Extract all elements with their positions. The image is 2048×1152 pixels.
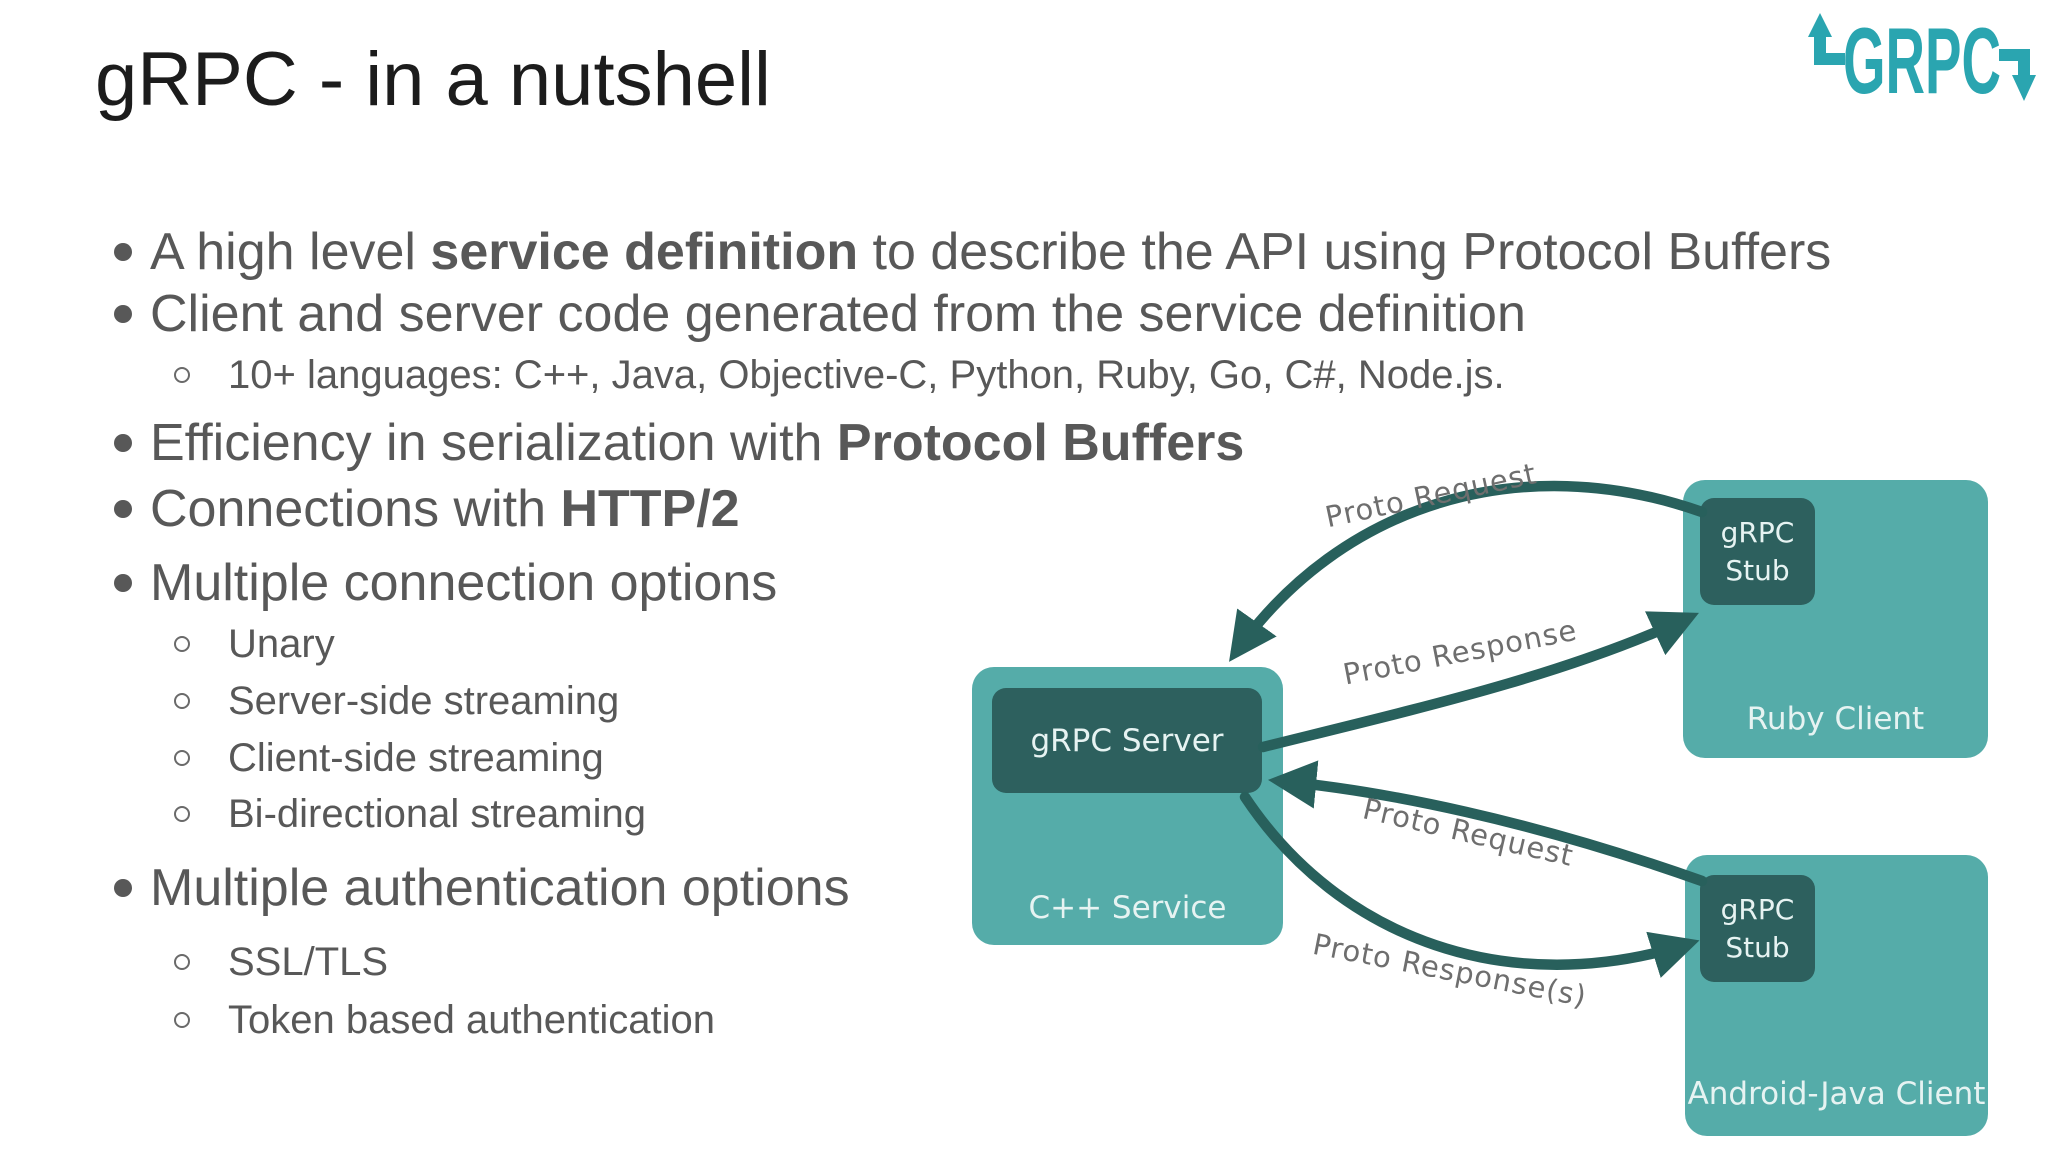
page-title: gRPC - in a nutshell (95, 37, 771, 122)
grpc-logo: GRPC (1808, 8, 2036, 108)
ruby-stub-label: gRPC Stub (1720, 515, 1795, 587)
bullet-text: Multiple connection options (150, 553, 777, 613)
ruby-grpc-stub-box: gRPC Stub (1700, 498, 1815, 605)
bullet-text: Client and server code generated from th… (150, 284, 1526, 344)
bullet-dot-icon (114, 243, 132, 261)
arrow-label-proto-request-bottom: Proto Request (1360, 791, 1577, 873)
logo-up-arrow-icon (1808, 13, 1845, 65)
arrow-label-proto-response-top: Proto Response (1340, 613, 1580, 692)
bullet-text-pre: Client and server code generated from th… (150, 285, 1526, 343)
bullet-dot-icon (114, 500, 132, 518)
bullet-text-pre: Efficiency in serialization with (150, 414, 837, 472)
logo-down-arrow-icon (1999, 49, 2036, 101)
bullet-text: A high level service definition to descr… (150, 222, 1831, 282)
arrow-proto-response-top (1257, 611, 1699, 753)
bullet-text: Connections with HTTP/2 (150, 479, 740, 539)
bullet-text-pre: Multiple authentication options (150, 859, 850, 917)
sub-bullet-text: 10+ languages: C++, Java, Objective-C, P… (228, 353, 1505, 397)
logo-text: GRPC (1843, 8, 2001, 108)
bullet-dot-icon (114, 879, 132, 897)
bullet-dot-icon (114, 574, 132, 592)
bullet-text-pre: Connections with (150, 480, 561, 538)
arrow-proto-response-bottom (1239, 791, 1700, 978)
android-grpc-stub-box: gRPC Stub (1700, 875, 1815, 982)
sub-bullet-text: Server-side streaming (228, 679, 620, 723)
ruby-client-label: Ruby Client (1746, 701, 1925, 737)
arrow-label-proto-request-top: Proto Request (1322, 456, 1540, 534)
bullet-text-pre: A high level (150, 223, 431, 281)
sub-bullet-circle-icon (174, 1012, 190, 1028)
sub-bullet-circle-icon (174, 636, 190, 652)
bullet-text-pre: Multiple connection options (150, 554, 778, 612)
bullet-text-bold: HTTP/2 (560, 480, 740, 538)
arrow-label-proto-response-bottom: Proto Response(s) (1310, 927, 1590, 1013)
bullet-dot-icon (114, 305, 132, 323)
sub-bullet-text: Unary (228, 622, 335, 666)
bullet-text-bold: service definition (430, 223, 859, 281)
grpc-server-label: gRPC Server (1030, 722, 1224, 759)
sub-bullet-circle-icon (174, 750, 190, 766)
sub-bullet-text: Token based authentication (228, 998, 716, 1042)
android-java-client-label: Android-Java Client (1687, 1076, 1986, 1112)
sub-bullet-circle-icon (174, 693, 190, 709)
sub-bullet-circle-icon (174, 367, 190, 383)
bullet-dot-icon (114, 434, 132, 452)
bullet-text: Efficiency in serialization with Protoco… (150, 413, 1244, 473)
bullet-text-post: to describe the API using Protocol Buffe… (858, 223, 1832, 281)
bullet-text: Multiple authentication options (150, 858, 850, 918)
sub-bullet-text: SSL/TLS (228, 940, 389, 984)
sub-bullet-circle-icon (174, 954, 190, 970)
sub-bullet-text: Client-side streaming (228, 736, 604, 780)
sub-bullet-text: Bi-directional streaming (228, 792, 646, 836)
cpp-service-label: C++ Service (1028, 890, 1227, 926)
arrow-proto-request-top (1229, 480, 1708, 662)
sub-bullet-circle-icon (174, 806, 190, 822)
arrow-proto-request-bottom (1267, 760, 1708, 887)
bullet-text-bold: Protocol Buffers (836, 414, 1245, 472)
grpc-server-box: gRPC Server (992, 688, 1262, 793)
android-stub-label: gRPC Stub (1720, 892, 1795, 964)
